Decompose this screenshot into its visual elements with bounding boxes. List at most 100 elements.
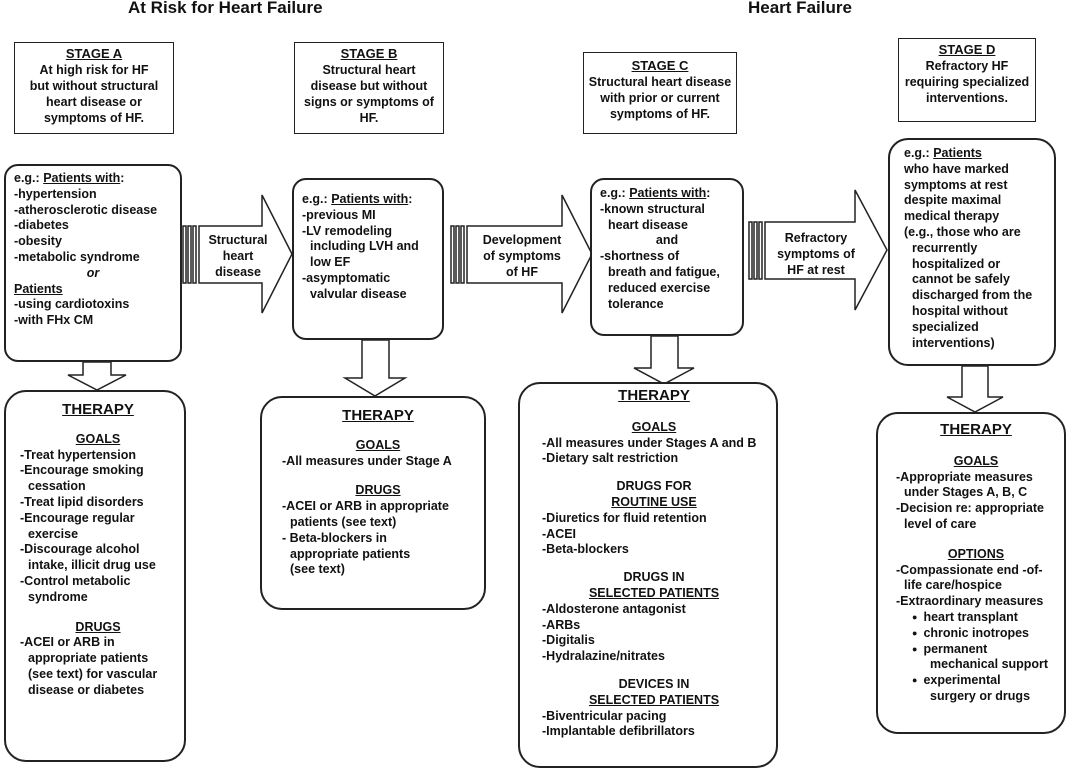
therapy-c-routine: -Diuretics for fluid retention — [542, 510, 707, 525]
patients-c-eg: e.g.: — [600, 186, 626, 200]
therapy-b-title: THERAPY — [342, 407, 414, 424]
stage-d-desc-3: interventions. — [926, 91, 1008, 105]
patients-a-with: Patients with — [43, 171, 121, 185]
patients-a-patients2: Patients — [14, 281, 63, 296]
therapy-a-goal: intake, illicit drug use — [28, 558, 156, 573]
patients-c-heading: e.g.: Patients with: — [600, 186, 734, 202]
patients-a-line: -atherosclerotic disease — [14, 202, 158, 217]
stage-d-title: STAGE D — [938, 42, 996, 57]
patients-c-line2: breath and fatigue, — [608, 264, 720, 279]
patients-d-line: medical therapy — [904, 209, 1000, 224]
patients-d-line: specialized — [912, 319, 979, 334]
header-at-risk: At Risk for Heart Failure — [128, 0, 323, 17]
patients-d-eg: e.g.: — [904, 146, 930, 160]
therapy-c-devices-title-1: DEVICES IN — [618, 676, 690, 691]
therapy-d-option: -Compassionate end -of- — [896, 562, 1043, 577]
patients-a-line: -hypertension — [14, 186, 97, 201]
therapy-a-goal: exercise — [28, 526, 79, 541]
stage-c-title: STAGE C — [631, 58, 689, 73]
stage-d-desc-1: Refractory HF — [925, 59, 1009, 73]
patients-d-line: interventions) — [912, 335, 995, 350]
stage-b-desc-2: disease but without — [310, 79, 428, 93]
therapy-c-title: THERAPY — [618, 387, 690, 404]
patients-c-colon: : — [706, 186, 711, 200]
patients-d-line: cannot be safely — [912, 272, 1010, 287]
therapy-d-options-title: OPTIONS — [947, 546, 1005, 561]
therapy-a-goals-title: GOALS — [75, 431, 121, 446]
therapy-a-drugs-title: DRUGS — [75, 619, 121, 634]
patients-c-line2: -shortness of — [600, 249, 680, 264]
patients-d-box: e.g.: Patients who have marked symptoms … — [888, 138, 1056, 366]
patients-a-line: -obesity — [14, 234, 62, 249]
therapy-d-bullet: experimental — [904, 673, 1056, 689]
therapy-b-drug: appropriate patients — [290, 546, 411, 561]
therapy-b-drug: patients (see text) — [290, 514, 397, 529]
therapy-c-selected-title: DRUGS IN SELECTED PATIENTS — [542, 570, 766, 602]
therapy-c-routine-title-1: DRUGS FOR — [616, 479, 692, 494]
down-arrow-d — [946, 365, 1004, 413]
therapy-b-goal: -All measures under Stage A — [282, 453, 452, 468]
patients-a-box: e.g.: Patients with: -hypertension -athe… — [4, 164, 182, 362]
patients-b-line: valvular disease — [310, 286, 407, 301]
therapy-c-selected: -ARBs — [542, 617, 581, 632]
therapy-c-device: -Implantable defibrillators — [542, 724, 695, 739]
transition-label-c-d-1: Refractory — [784, 231, 848, 245]
therapy-d-bullet: chronic inotropes — [904, 626, 1056, 642]
patients-a-line2: -with FHx CM — [14, 313, 94, 328]
patients-c-line2: reduced exercise — [608, 280, 711, 295]
therapy-b-drugs-title: DRUGS — [355, 483, 401, 498]
therapy-c-routine: -Beta-blockers — [542, 542, 629, 557]
patients-d-line: who have marked — [904, 161, 1009, 176]
patients-b-box: e.g.: Patients with: -previous MI -LV re… — [292, 178, 444, 340]
stage-d-box: STAGE D Refractory HF requiring speciali… — [898, 38, 1036, 122]
patients-b-line: including LVH and — [310, 239, 419, 254]
therapy-a-drug: (see text) for vascular — [28, 666, 158, 681]
transition-label-a-b-1: Structural — [208, 233, 268, 247]
stage-b-box: STAGE B Structural heart disease but wit… — [294, 42, 444, 134]
stage-d-desc-2: requiring specialized — [904, 75, 1030, 89]
patients-a-or: or — [86, 265, 100, 280]
patients-a-line: -metabolic syndrome — [14, 249, 140, 264]
therapy-c-box: THERAPY GOALS -All measures under Stages… — [518, 382, 778, 768]
patients-a-line2: -using cardiotoxins — [14, 297, 130, 312]
therapy-c-selected-title-1: DRUGS IN — [623, 570, 685, 585]
therapy-c-device: -Biventricular pacing — [542, 708, 667, 723]
therapy-d-box: THERAPY GOALS -Appropriate measures unde… — [876, 412, 1066, 734]
therapy-a-goal: -Encourage smoking — [20, 463, 144, 478]
therapy-c-selected: -Aldosterone antagonist — [542, 601, 686, 616]
transition-label-c-d-2: symptoms of — [777, 247, 855, 261]
stage-a-box: STAGE A At high risk for HF but without … — [14, 42, 174, 134]
patients-b-line: -LV remodeling — [302, 223, 393, 238]
therapy-a-drug: appropriate patients — [28, 651, 149, 666]
patients-b-colon: : — [408, 192, 413, 206]
patients-c-line2: tolerance — [608, 296, 664, 311]
transition-label-b-c: Development of symptoms of HF — [472, 232, 572, 280]
therapy-c-routine: -ACEI — [542, 526, 577, 541]
header-heart-failure: Heart Failure — [748, 0, 852, 17]
therapy-d-bullet-cont: surgery or drugs — [930, 688, 1031, 703]
transition-label-b-c-1: Development — [482, 233, 562, 247]
transition-label-a-b-2: heart — [222, 249, 254, 263]
therapy-a-drug: -ACEI or ARB in — [20, 635, 115, 650]
stage-b-desc-3: signs or symptoms of — [304, 95, 434, 109]
therapy-a-goal: -Encourage regular — [20, 510, 135, 525]
therapy-b-drug: -ACEI or ARB in appropriate — [282, 499, 449, 514]
down-arrow-c — [633, 335, 695, 385]
therapy-b-drug: - Beta-blockers in — [282, 530, 387, 545]
transition-label-a-b: Structural heart disease — [203, 232, 273, 280]
patients-a-colon: : — [120, 171, 125, 185]
therapy-d-goal: under Stages A, B, C — [904, 485, 1028, 500]
therapy-c-goal: -All measures under Stages A and B — [542, 435, 757, 450]
patients-d-line: hospital without — [912, 303, 1008, 318]
patients-b-line: low EF — [310, 255, 351, 270]
patients-d-line: recurrently — [912, 240, 978, 255]
therapy-b-box: THERAPY GOALS -All measures under Stage … — [260, 396, 486, 610]
stage-a-desc-3: heart disease or — [46, 95, 142, 109]
therapy-d-bullet-cont: mechanical support — [930, 657, 1049, 672]
therapy-c-selected: -Digitalis — [542, 633, 595, 648]
therapy-c-selected-title-2: SELECTED PATIENTS — [588, 585, 720, 600]
patients-b-eg: e.g.: — [302, 192, 328, 206]
therapy-a-goal: -Control metabolic — [20, 573, 131, 588]
therapy-c-goals-title: GOALS — [631, 419, 677, 434]
transition-label-a-b-3: disease — [215, 265, 261, 279]
